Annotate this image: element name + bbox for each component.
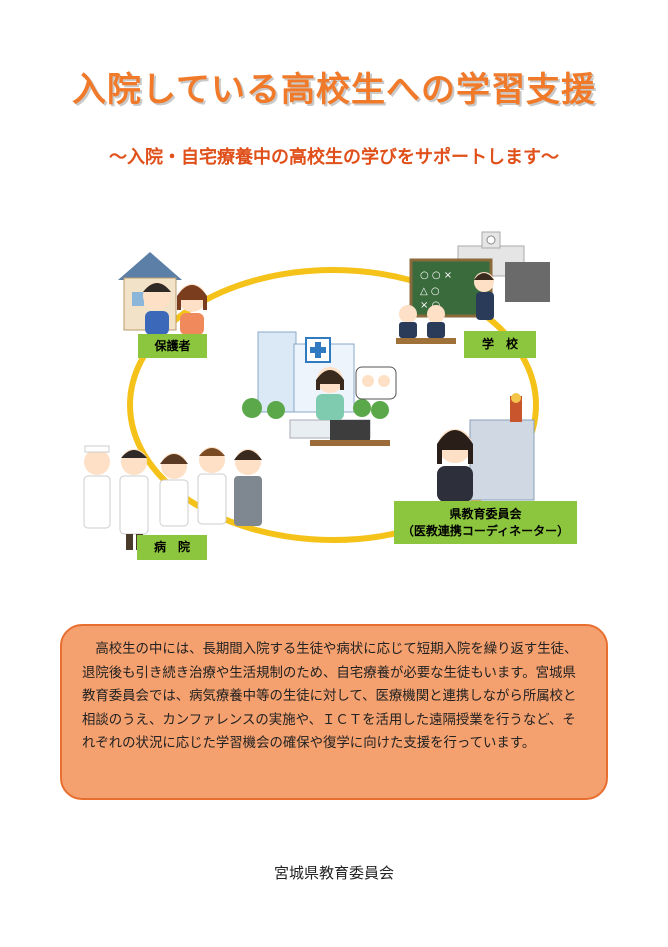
label-school-text: 学 校 [481,337,518,351]
label-hospital-text: 病 院 [153,540,190,554]
connection-ring [127,267,539,543]
medical-staff-illustration [83,445,262,550]
label-education-board: 県教育委員会 （医教連携コーディネーター） [394,501,577,544]
label-school: 学 校 [464,331,536,358]
education-board-illustration [437,393,535,502]
label-education-board-line1: 県教育委員会 [449,506,522,521]
page-title: 入院している高校生への学習支援 [72,70,596,110]
svg-text:△ ○: △ ○ [420,286,440,297]
footer-organization: 宮城県教育委員会 [273,864,394,882]
label-hospital: 病 院 [137,535,207,560]
label-guardian-text: 保護者 [154,338,191,353]
school-illustration: ○ ○ × △ ○ × ○ [396,231,550,344]
student-at-hospital-illustration [242,331,397,446]
parents-illustration [118,252,207,335]
svg-text:× ○: × ○ [420,300,440,311]
description-box: 高校生の中には、長期間入院する生徒や病状に応じて短期入院を繰り返す生徒、退院後も… [60,624,608,800]
label-education-board-line2: （医教連携コーディネーター） [401,523,570,538]
support-network-illustration: ○ ○ × △ ○ × ○ [83,231,550,550]
label-guardian: 保護者 [138,334,207,358]
svg-text:○ ○ ×: ○ ○ × [420,270,452,281]
page-subtitle: ～入院・自宅療養中の高校生の学びをサポートします～ [109,147,559,168]
